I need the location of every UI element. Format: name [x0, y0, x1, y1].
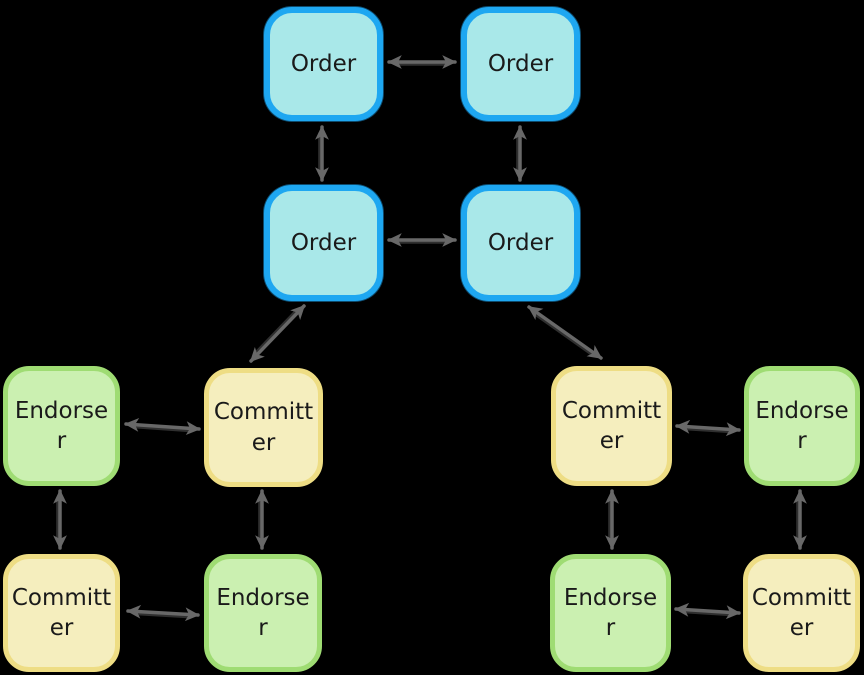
- node-committer-right-bottom: Committ er: [743, 554, 860, 672]
- node-label: Committ er: [561, 397, 662, 454]
- node-endorser-right-bottom: Endorse r: [550, 554, 671, 672]
- node-order-top-right: Order: [461, 7, 580, 121]
- edge-order-mid-left--order-mid-right: [387, 233, 457, 247]
- edge-committer-left-mid--endorser-left-bottom: [255, 489, 269, 550]
- edge-committer-right-mid--endorser-right-bottom: [605, 489, 619, 550]
- node-order-mid-left: Order: [264, 185, 383, 301]
- edge-endorser-left-mid--committer-left-bottom: [53, 489, 67, 550]
- node-endorser-right-mid: Endorse r: [744, 366, 860, 486]
- edge-order-top-left--order-top-right: [387, 55, 457, 69]
- node-label: Committ er: [751, 584, 852, 641]
- node-label: Endorse r: [563, 584, 658, 641]
- edge-committer-left-bottom--endorser-left-bottom: [126, 604, 200, 622]
- node-label: Order: [487, 50, 554, 77]
- edge-order-top-right--order-mid-right: [513, 125, 527, 182]
- node-order-top-left: Order: [264, 7, 383, 121]
- node-committer-left-bottom: Committ er: [3, 554, 120, 672]
- edge-order-mid-right--committer-right-mid: [527, 305, 603, 360]
- edge-endorser-right-bottom--committer-right-bottom: [674, 602, 741, 620]
- edge-order-top-left--order-mid-left: [315, 125, 329, 182]
- edge-order-mid-left--committer-left-mid: [249, 304, 306, 363]
- node-label: Order: [290, 50, 357, 77]
- node-committer-left-mid: Committ er: [204, 368, 323, 487]
- edge-endorser-right-mid--committer-right-bottom: [793, 489, 807, 550]
- node-label: Order: [290, 229, 357, 256]
- node-label: Committ er: [213, 399, 314, 456]
- node-label: Endorse r: [216, 584, 310, 641]
- node-endorser-left-bottom: Endorse r: [204, 554, 322, 672]
- edge-committer-right-mid--endorser-right-mid: [675, 419, 741, 437]
- node-order-mid-right: Order: [461, 185, 580, 301]
- node-endorser-left-mid: Endorse r: [3, 366, 120, 486]
- node-label: Endorse r: [14, 397, 109, 454]
- node-label: Endorse r: [755, 397, 849, 454]
- node-label: Order: [487, 229, 554, 256]
- node-label: Committ er: [11, 584, 112, 641]
- edge-endorser-left-mid--committer-left-mid: [124, 417, 201, 436]
- node-committer-right-mid: Committ er: [551, 366, 672, 486]
